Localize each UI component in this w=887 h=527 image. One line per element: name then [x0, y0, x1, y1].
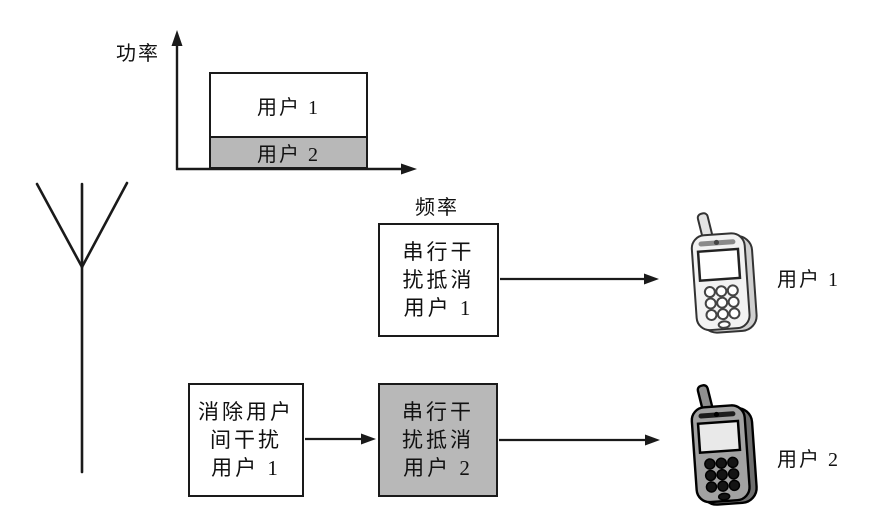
mobile-phone-user1-icon: [684, 209, 764, 335]
power-axis-vertical: [171, 30, 183, 170]
sic-user2-box: 串行干 扰抵消 用户 2: [378, 383, 498, 497]
power-band-user2: 用户 2: [209, 136, 368, 169]
sic-user1-line2: 扰抵消: [402, 268, 475, 292]
sic-user2-line1: 串行干: [402, 400, 474, 424]
arrow-cancel-to-sic2: [305, 433, 376, 445]
cancel-box-line3: 用户 1: [211, 456, 281, 480]
power-band-user2-label: 用户 2: [257, 144, 320, 166]
frequency-axis-label: 频率: [415, 197, 459, 219]
power-axis-horizontal: [176, 163, 417, 175]
arrow-sic2-to-phone2: [499, 434, 660, 446]
mobile-phone-light-icon: [690, 212, 758, 334]
sic-user1-line3: 用户 1: [403, 296, 474, 320]
power-band-user1-label: 用户 1: [257, 96, 320, 119]
mobile-phone-user2-icon: [684, 381, 764, 507]
sic-user1-line1: 串行干: [402, 240, 475, 264]
sic-user2-line3: 用户 2: [403, 456, 473, 480]
arrow-sic1-to-phone1: [500, 273, 659, 285]
cancel-box-line1: 消除用户: [198, 400, 294, 424]
cancel-interference-box: 消除用户 间干扰 用户 1: [188, 383, 304, 497]
mobile-phone-dark-icon: [690, 384, 758, 506]
power-axis-label: 功率: [116, 43, 160, 65]
sic-user1-box: 串行干 扰抵消 用户 1: [378, 223, 499, 337]
power-band-user1: 用户 1: [209, 72, 368, 138]
user2-label: 用户 2: [777, 449, 840, 471]
antenna-icon: [35, 181, 129, 474]
user1-label: 用户 1: [777, 269, 840, 291]
sic-user2-line2: 扰抵消: [402, 428, 474, 452]
cancel-box-line2: 间干扰: [210, 428, 282, 452]
